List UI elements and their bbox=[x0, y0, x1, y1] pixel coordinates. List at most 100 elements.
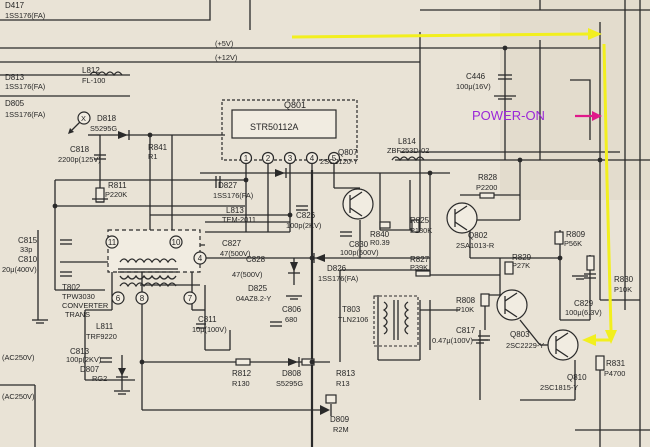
r828-ref: R828 bbox=[478, 173, 498, 182]
t803-ref: T803 bbox=[342, 305, 361, 314]
r812-value: R130 bbox=[232, 379, 250, 388]
r828-value: P2200 bbox=[476, 183, 497, 192]
d827-part: 1SS176(FA) bbox=[213, 191, 253, 200]
c811-value: 10μ(100V) bbox=[192, 325, 227, 334]
r827-ref: R827 bbox=[410, 255, 430, 264]
r830-ref: R830 bbox=[614, 275, 634, 284]
q810-part: 2SC1815-Y bbox=[540, 383, 578, 392]
d809-part: R2M bbox=[333, 425, 349, 434]
c826-ref: C826 bbox=[296, 211, 316, 220]
c815-value: 33p bbox=[20, 245, 32, 254]
r830-value: P10K bbox=[614, 285, 632, 294]
c830-ref: C830 bbox=[349, 240, 369, 249]
c818-value: 2200p(125V) bbox=[58, 155, 101, 164]
c815-ref: C815 bbox=[18, 236, 38, 245]
d805-ref: D805 bbox=[5, 99, 25, 108]
r841-ref: R841 bbox=[148, 143, 168, 152]
power-trace bbox=[291, 28, 617, 346]
test-point-label: X bbox=[81, 114, 86, 123]
d808-ref: D808 bbox=[282, 369, 302, 378]
ic-pin-4: 4 bbox=[310, 154, 315, 163]
q803-part: 2SC2229-Y bbox=[506, 341, 544, 350]
r831-ref: R831 bbox=[606, 359, 626, 368]
yellow-trace-top bbox=[291, 32, 589, 39]
r812-ref: R812 bbox=[232, 369, 252, 378]
t802-pin-11: 11 bbox=[108, 238, 117, 247]
r808-ref: R808 bbox=[456, 296, 476, 305]
c811-ref: C811 bbox=[198, 315, 217, 324]
c806-value: 680 bbox=[285, 315, 297, 324]
l814-ref: L814 bbox=[398, 137, 416, 146]
d818-part: S5295G bbox=[90, 124, 117, 133]
r813-ref: R813 bbox=[336, 369, 356, 378]
r809-value: P56K bbox=[564, 239, 582, 248]
trace-arrowhead-right bbox=[588, 28, 602, 40]
c810-value: 20μ(400V) bbox=[2, 265, 37, 274]
c829-value: 100μ(6.3V) bbox=[565, 308, 602, 317]
t802-line-3: TRANS bbox=[65, 310, 90, 319]
c828-ref: C828 bbox=[246, 255, 266, 264]
r840-ref: R840 bbox=[370, 230, 390, 239]
c813-ref: C813 bbox=[70, 347, 90, 356]
d807-part: RG2 bbox=[92, 374, 107, 383]
l811-ref: L811 bbox=[96, 322, 114, 331]
q803-ref: Q803 bbox=[510, 330, 530, 339]
ac250v-label-1: (AC250V) bbox=[2, 353, 34, 362]
power-on-label: POWER-ON bbox=[472, 108, 545, 123]
r808-value: P10K bbox=[456, 305, 474, 314]
d417-ref: D417 bbox=[5, 1, 25, 10]
t802-pin-6: 6 bbox=[116, 294, 121, 303]
l812-ref: L812 bbox=[82, 66, 100, 75]
t802-pin-4: 4 bbox=[198, 254, 203, 263]
t802-pin-8: 8 bbox=[140, 294, 145, 303]
d826-part: 1SS176(FA) bbox=[318, 274, 358, 283]
r827-value: P39K bbox=[410, 263, 428, 272]
rails bbox=[0, 0, 650, 230]
q810-ref: Q810 bbox=[567, 373, 587, 382]
d805-part: 1SS176(FA) bbox=[5, 110, 45, 119]
ic-q801-part: STR50112A bbox=[250, 122, 298, 132]
r813-value: R13 bbox=[336, 379, 350, 388]
d827-ref: D827 bbox=[218, 181, 238, 190]
c817-ref: C817 bbox=[456, 326, 476, 335]
l813-part: TEM-2011 bbox=[222, 215, 256, 224]
ic-pin-1: 1 bbox=[244, 154, 249, 163]
circuit-wiring bbox=[37, 0, 650, 447]
c818-ref: C818 bbox=[70, 145, 90, 154]
r831-value: P4700 bbox=[604, 369, 625, 378]
ic-q801 bbox=[221, 99, 358, 170]
t802-pin-10: 10 bbox=[172, 238, 181, 247]
t802-line-1: TPW3030 bbox=[62, 292, 95, 301]
c828-value: 47(500V) bbox=[232, 270, 262, 279]
c446-value: 100μ(16V) bbox=[456, 82, 491, 91]
component-labels: D417 1SS176(FA) D813 L812 FL-100 1SS176(… bbox=[2, 1, 634, 434]
c826-value: 100p(2KV) bbox=[286, 221, 321, 230]
ic-pin-5: 5 bbox=[332, 154, 337, 163]
ic-q801-ref: Q801 bbox=[284, 100, 306, 110]
t802-line-2: CONVERTER bbox=[62, 301, 108, 310]
r841-value: R1 bbox=[148, 152, 157, 161]
q807-part: 2SC2120-Y bbox=[320, 157, 358, 166]
r840-value: R0.39 bbox=[370, 238, 390, 247]
power-on-arrow bbox=[575, 111, 602, 121]
r829-ref: R829 bbox=[512, 253, 532, 262]
q802-ref: Q802 bbox=[468, 231, 488, 240]
r825-value: P180K bbox=[410, 226, 432, 235]
trace-arrowhead-left bbox=[582, 334, 596, 346]
c806-ref: C806 bbox=[282, 305, 302, 314]
c829-ref: C829 bbox=[574, 299, 594, 308]
d809-ref: D809 bbox=[330, 415, 350, 424]
l814-part: ZBF253D-02 bbox=[387, 146, 429, 155]
c817-value: 0.47μ(100V) bbox=[432, 336, 473, 345]
d825-ref: D825 bbox=[248, 284, 268, 293]
trace-arrowhead-down bbox=[605, 330, 617, 344]
t802-ref: T802 bbox=[62, 283, 81, 292]
c827-ref: C827 bbox=[222, 239, 242, 248]
c827-value: 47(500V) bbox=[220, 249, 250, 258]
d417-part: 1SS176(FA) bbox=[5, 11, 45, 20]
rail-plus12v-label: (+12V) bbox=[215, 53, 237, 62]
d818-ref: D818 bbox=[97, 114, 117, 123]
components bbox=[32, 45, 605, 416]
